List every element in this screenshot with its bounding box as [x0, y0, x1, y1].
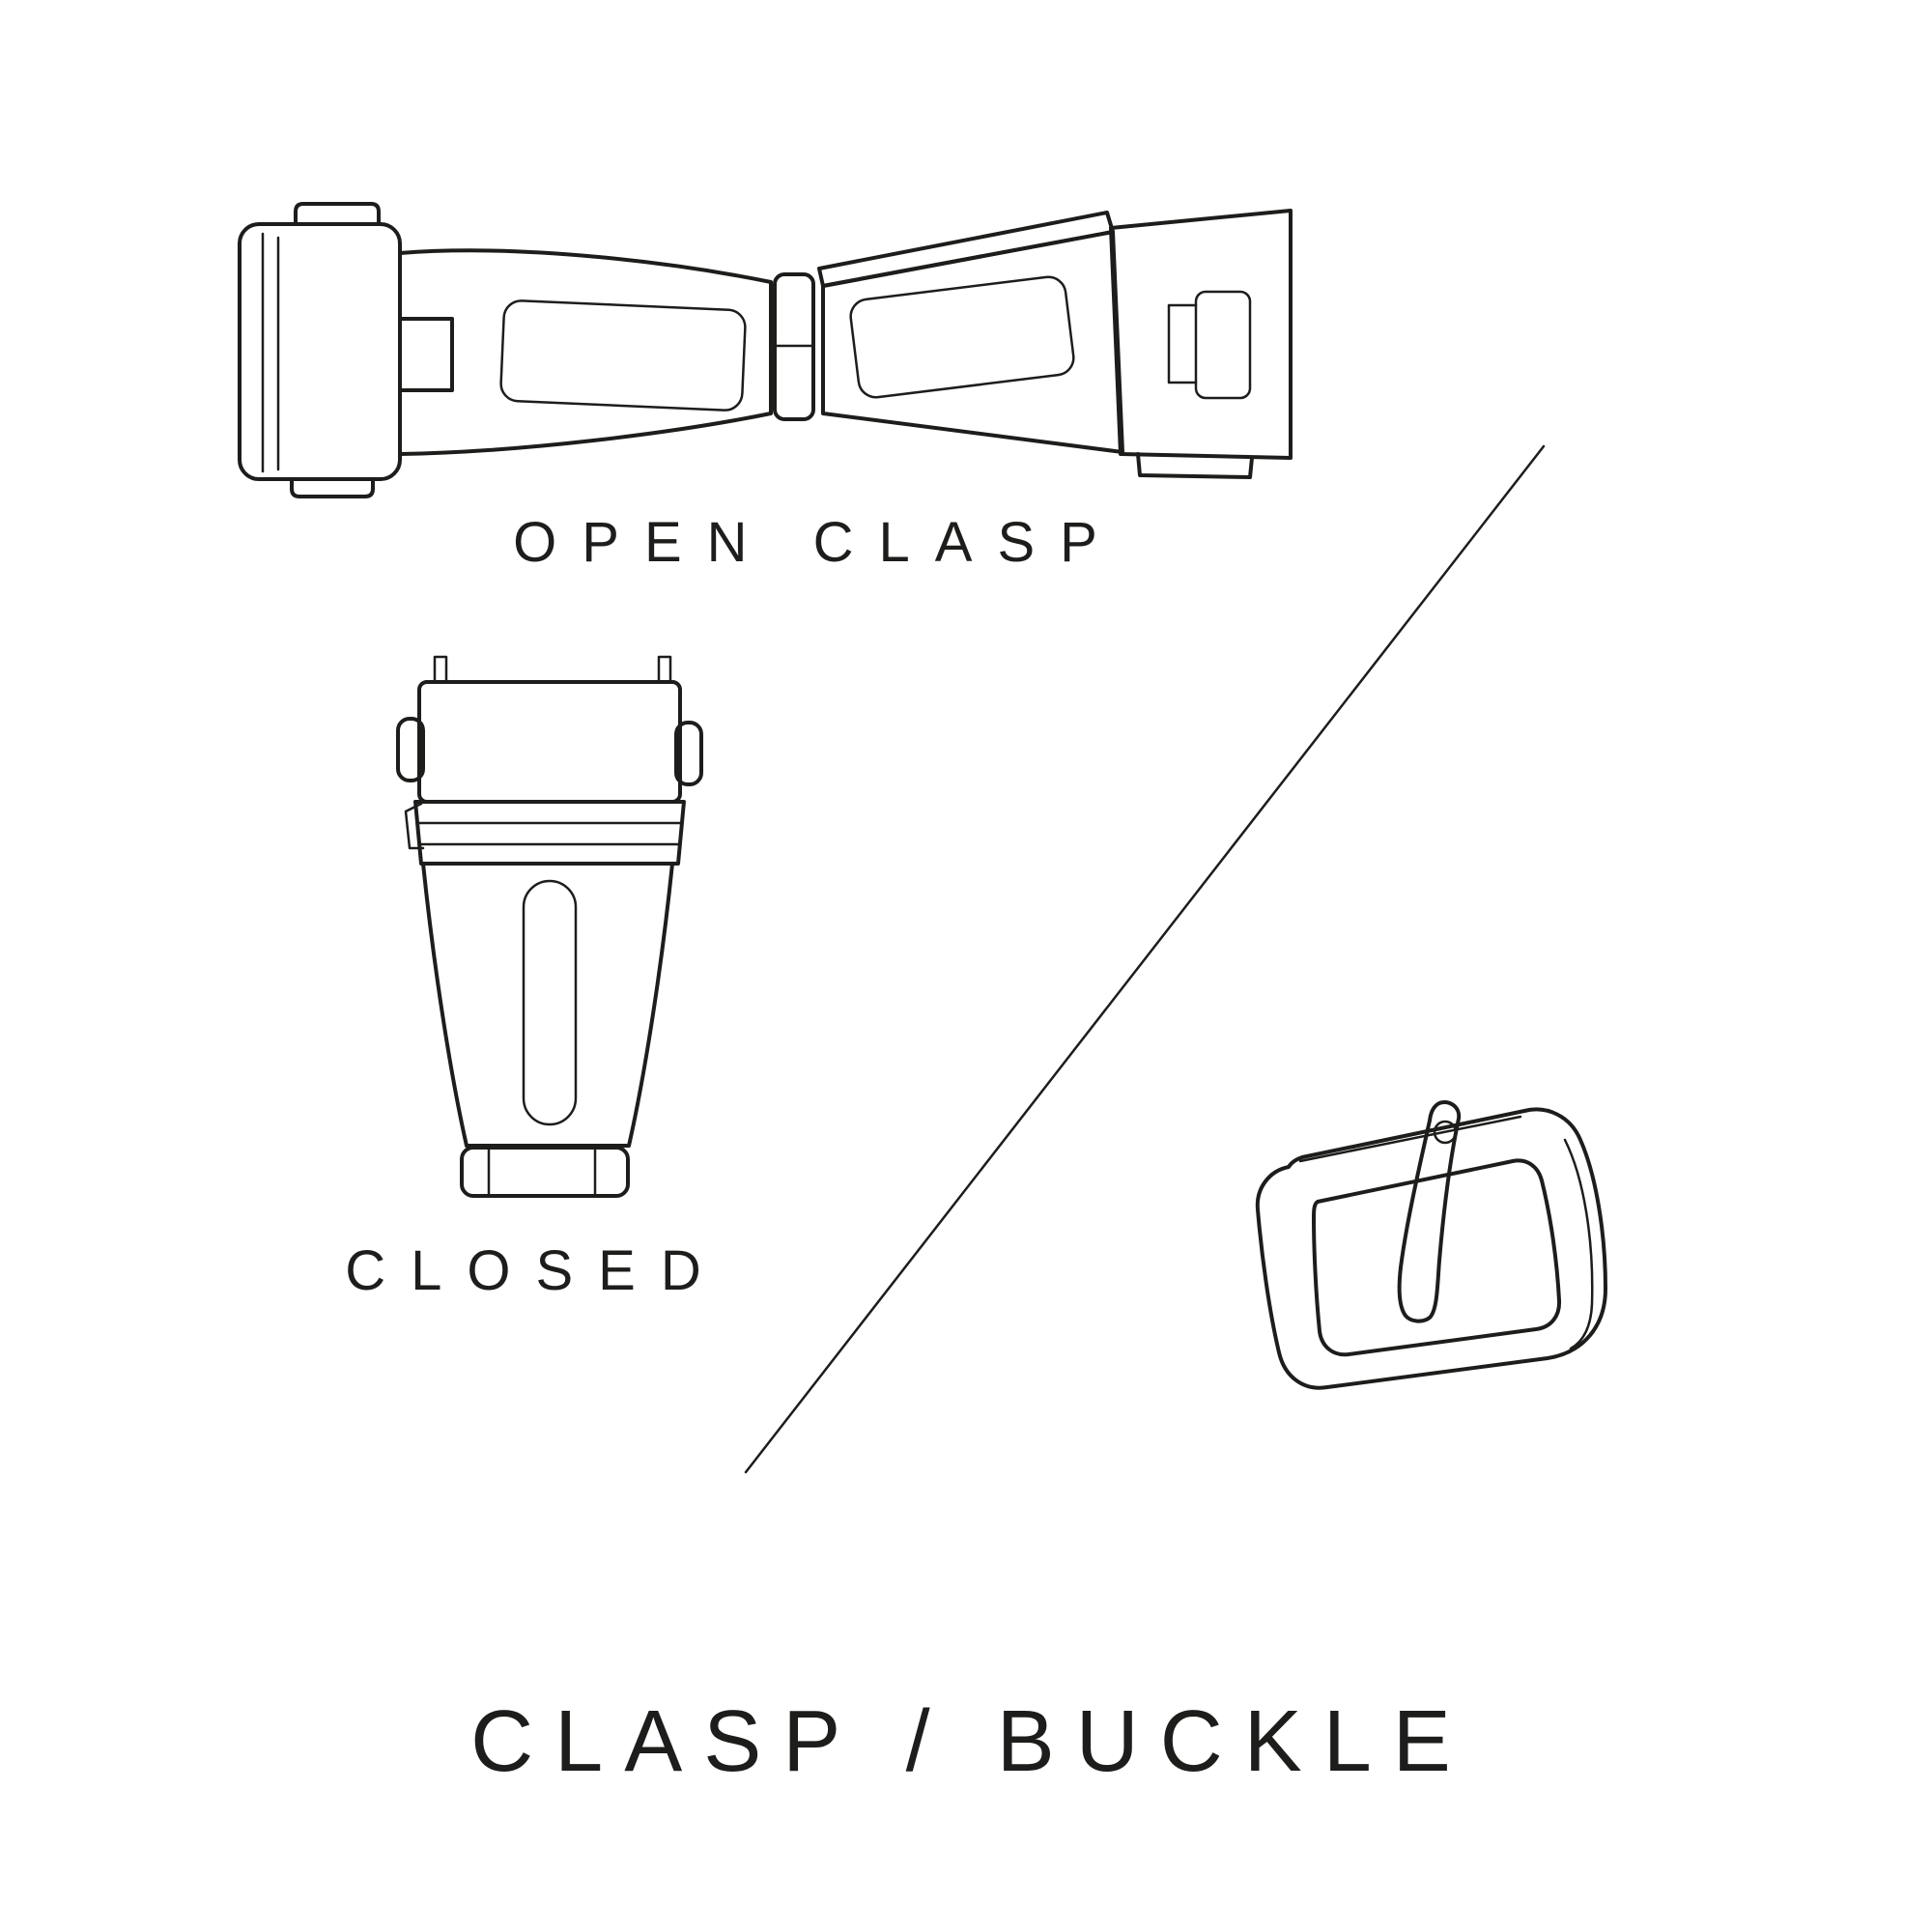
open-clasp-bottom-tab [290, 477, 375, 498]
closed-clasp-right-ear [674, 721, 703, 786]
open-clasp-right-arm [821, 230, 1124, 454]
page-title: CLASP / BUCKLE [470, 1693, 1472, 1790]
closed-clasp-illustration [396, 655, 703, 1198]
buckle-right-bar-line [1563, 1138, 1594, 1350]
buckle-prong [1397, 1100, 1462, 1323]
open-clasp-bracket-hook [1167, 303, 1198, 384]
closed-clasp-band [413, 800, 686, 866]
closed-clasp-prong [433, 655, 448, 684]
closed-clasp-left-ear [396, 717, 425, 782]
buckle-inner-opening [1312, 1158, 1562, 1357]
open-clasp-bracket-cutout [1194, 290, 1252, 400]
open-clasp-bracket-tab [1136, 452, 1254, 479]
open-clasp-right-bracket [1109, 209, 1293, 460]
buckle-pin [1298, 1115, 1522, 1163]
closed-label: CLOSED [345, 1239, 726, 1302]
tang-buckle-illustration [1255, 1100, 1607, 1390]
open-clasp-notch [398, 317, 454, 392]
open-clasp-label: OPEN CLASP [513, 511, 1122, 574]
buckle-outer-frame [1255, 1107, 1607, 1390]
open-clasp-right-blade [817, 211, 1115, 288]
closed-clasp-body [421, 862, 674, 1148]
diagonal-divider-line [744, 444, 1546, 1474]
closed-clasp-band-tab [404, 802, 425, 850]
closed-clasp-prong [657, 655, 672, 684]
open-clasp-left-arm [398, 248, 773, 456]
closed-clasp-bottom-bar [460, 1146, 630, 1198]
open-clasp-illustration [238, 202, 1293, 498]
open-clasp-top-tab [294, 202, 381, 226]
closed-clasp-slot [522, 879, 578, 1126]
closed-clasp-top-block [417, 680, 682, 804]
open-clasp-left-arm-window [499, 299, 747, 412]
open-clasp-right-arm-window [849, 275, 1075, 399]
